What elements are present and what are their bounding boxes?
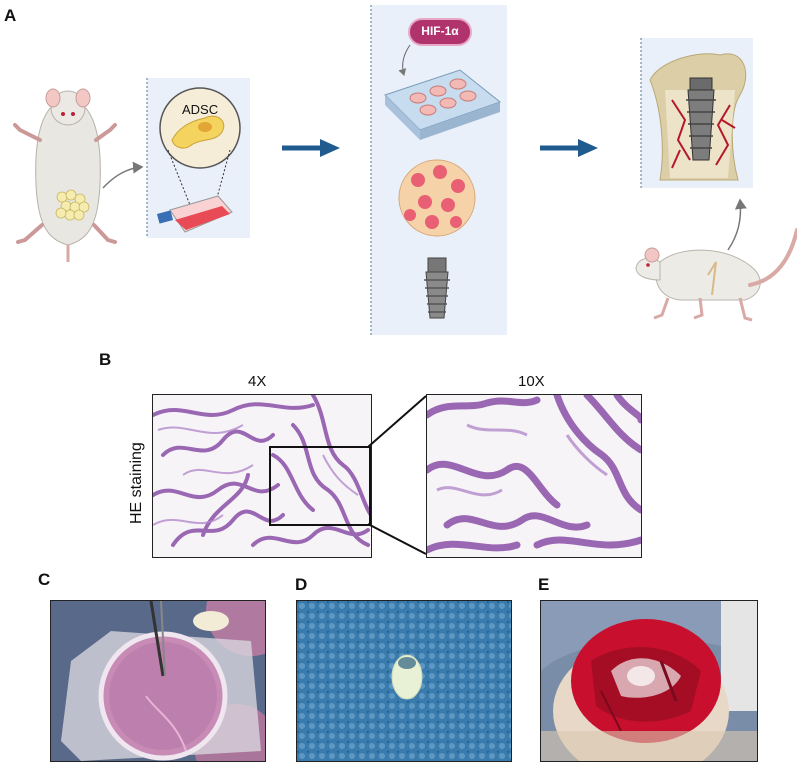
adsc-label: ADSC xyxy=(182,102,219,117)
rat-icon xyxy=(635,228,797,322)
he-image-10x xyxy=(426,394,642,558)
mag-low-label: 4X xyxy=(248,373,267,390)
panel-a-letter: A xyxy=(4,6,17,25)
bone-implant-icon xyxy=(649,53,747,181)
panel-b-letter: B xyxy=(99,350,112,369)
culture-dish-photo xyxy=(50,600,266,762)
zoom-connector xyxy=(368,395,427,555)
hif-label: HIF-1α xyxy=(421,24,459,38)
dental-implant-icon xyxy=(424,257,450,319)
well-plate-icon xyxy=(384,69,502,140)
panel-c-letter: C xyxy=(38,570,51,589)
surgical-site-photo xyxy=(540,600,758,762)
mag-high-label: 10X xyxy=(518,373,545,390)
panel-e-letter: E xyxy=(538,575,550,594)
panel-d-letter: D xyxy=(295,575,308,594)
mouse-icon xyxy=(13,88,117,262)
culture-flask-icon xyxy=(156,195,233,233)
stain-label: HE staining xyxy=(128,442,145,524)
cell-sheet-icon xyxy=(398,159,476,237)
he-image-4x xyxy=(152,394,372,558)
cell-sheet-photo xyxy=(296,600,512,762)
panel-a-schematic xyxy=(13,5,797,335)
adsc-cell-icon xyxy=(159,87,241,169)
